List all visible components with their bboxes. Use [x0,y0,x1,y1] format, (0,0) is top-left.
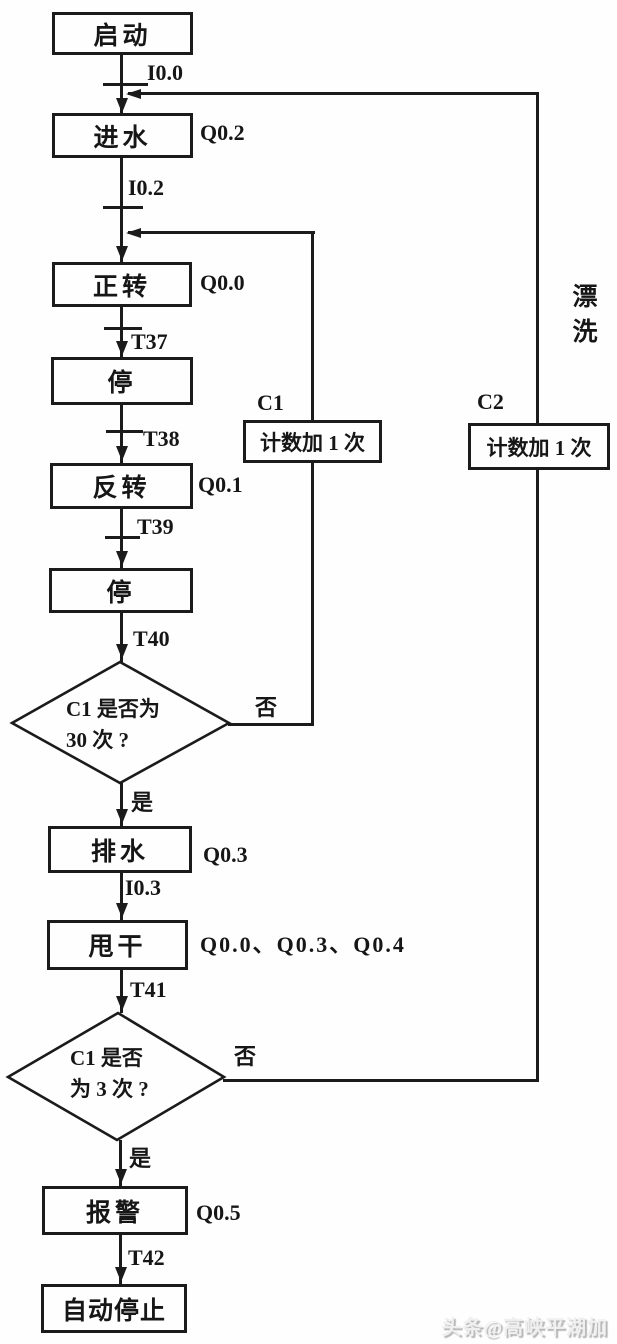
decision-diamond-1 [9,660,232,785]
process-label-reverse: 反转 [92,475,151,502]
loop-c1-bottom [228,723,314,726]
decision-2-no-label: 否 [234,1044,257,1069]
process-box-stop2: 停 [49,568,193,613]
tick-i00 [103,83,148,86]
process-label-alarm: 报警 [85,1199,144,1227]
process-label-forward: 正转 [92,273,151,301]
tick-t38 [106,430,143,433]
counter-name-c2: C2 [477,389,504,414]
transition-label-t41: T41 [130,977,167,1002]
transition-label-t38: T38 [143,426,180,451]
arrow-into-spin-icon [116,903,128,918]
output-label-spin: Q0.0、Q0.3、Q0.4 [200,932,406,957]
connector-decision2-alarm [119,1140,122,1186]
rinse-loop-label: 漂洗 [569,283,596,353]
counter-label-c1: 计数加 1 次 [260,430,365,455]
arrow-into-alarm-icon [115,1169,127,1184]
decision-diamond-2 [5,1011,227,1142]
decision-2-line2: 为 3 次 ? [70,1077,149,1101]
decision-text-1: C1 是否为 30 次 ? [66,694,160,756]
arrow-into-drain-icon [116,809,128,824]
process-label-stop1: 停 [107,370,137,397]
transition-label-t42: T42 [128,1245,165,1270]
merge-arrow-c2-icon [126,89,141,99]
loop-c1-side [311,231,314,726]
counter-box-c2: 计数加 1 次 [468,423,610,470]
process-label-drain: 排水 [90,838,149,866]
merge-arrow-c1-icon [126,228,141,238]
process-box-reverse: 反转 [50,463,193,509]
loop-c1-top [128,231,315,234]
decision-1-line1: C1 是否为 [66,697,160,721]
transition-label-i00: I0.0 [147,60,184,85]
process-box-spin: 甩干 [47,920,188,970]
process-box-drain: 排水 [48,826,192,873]
arrow-into-decision2-icon [116,996,128,1011]
arrow-into-reverse-icon [116,446,128,461]
process-box-forward: 正转 [52,262,192,307]
arrow-into-stop1-icon [116,341,128,356]
connector-drain-spin [120,873,123,920]
transition-label-i02: I0.2 [128,175,165,200]
output-label-forward: Q0.0 [200,270,245,295]
watermark: 头条@高峡平湖加 [441,1317,608,1339]
connector-stop2-decision1 [120,613,123,662]
connector-stop1-reverse [120,405,123,463]
counter-box-c1: 计数加 1 次 [243,420,382,463]
process-box-autostop: 自动停止 [41,1284,187,1333]
counter-name-c1: C1 [257,390,284,415]
process-label-stop2: 停 [106,579,136,607]
counter-label-c2: 计数加 1 次 [486,435,592,460]
arrow-into-fill-icon [116,98,128,113]
tick-t39 [105,536,140,539]
process-box-fill: 进水 [52,113,193,158]
process-label-spin: 甩干 [88,934,147,961]
process-box-alarm: 报警 [42,1186,188,1235]
arrow-into-autostop-icon [115,1267,127,1282]
output-label-fill: Q0.2 [200,120,245,145]
arrow-into-forward-icon [116,246,128,261]
arrow-into-stop2-icon [116,551,128,566]
decision-1-yes-label: 是 [131,790,154,815]
decision-1-line2: 30 次 ? [66,728,129,752]
output-label-drain: Q0.3 [203,842,248,867]
output-label-alarm: Q0.5 [196,1200,241,1225]
decision-1-no-label: 否 [255,695,278,720]
connector-forward-stop1 [120,307,123,357]
process-label-fill: 进水 [93,124,152,152]
tick-i02 [103,206,143,209]
connector-alarm-autostop [119,1235,122,1284]
decision-2-yes-label: 是 [129,1146,152,1171]
tick-t37 [104,327,142,330]
process-label-autostop: 自动停止 [61,1297,166,1325]
connector-decision1-drain [120,783,123,826]
transition-label-i03: I0.3 [125,875,162,900]
loop-c2-top [128,92,539,95]
process-box-start: 启动 [52,12,193,55]
connector-spin-decision2 [120,970,123,1013]
loop-c2-side [536,92,539,1082]
transition-label-t40: T40 [133,626,170,651]
process-box-stop1: 停 [51,357,193,405]
arrow-into-decision1-icon [116,644,128,659]
transition-label-t39: T39 [137,514,174,539]
transition-label-t37: T37 [131,329,168,354]
decision-2-line1: C1 是否 [70,1046,143,1070]
output-label-reverse: Q0.1 [198,472,243,497]
connector-fill-forward [120,158,123,262]
loop-c2-bottom [223,1079,539,1082]
decision-text-2: C1 是否 为 3 次 ? [70,1043,149,1105]
process-label-start: 启动 [93,22,152,50]
